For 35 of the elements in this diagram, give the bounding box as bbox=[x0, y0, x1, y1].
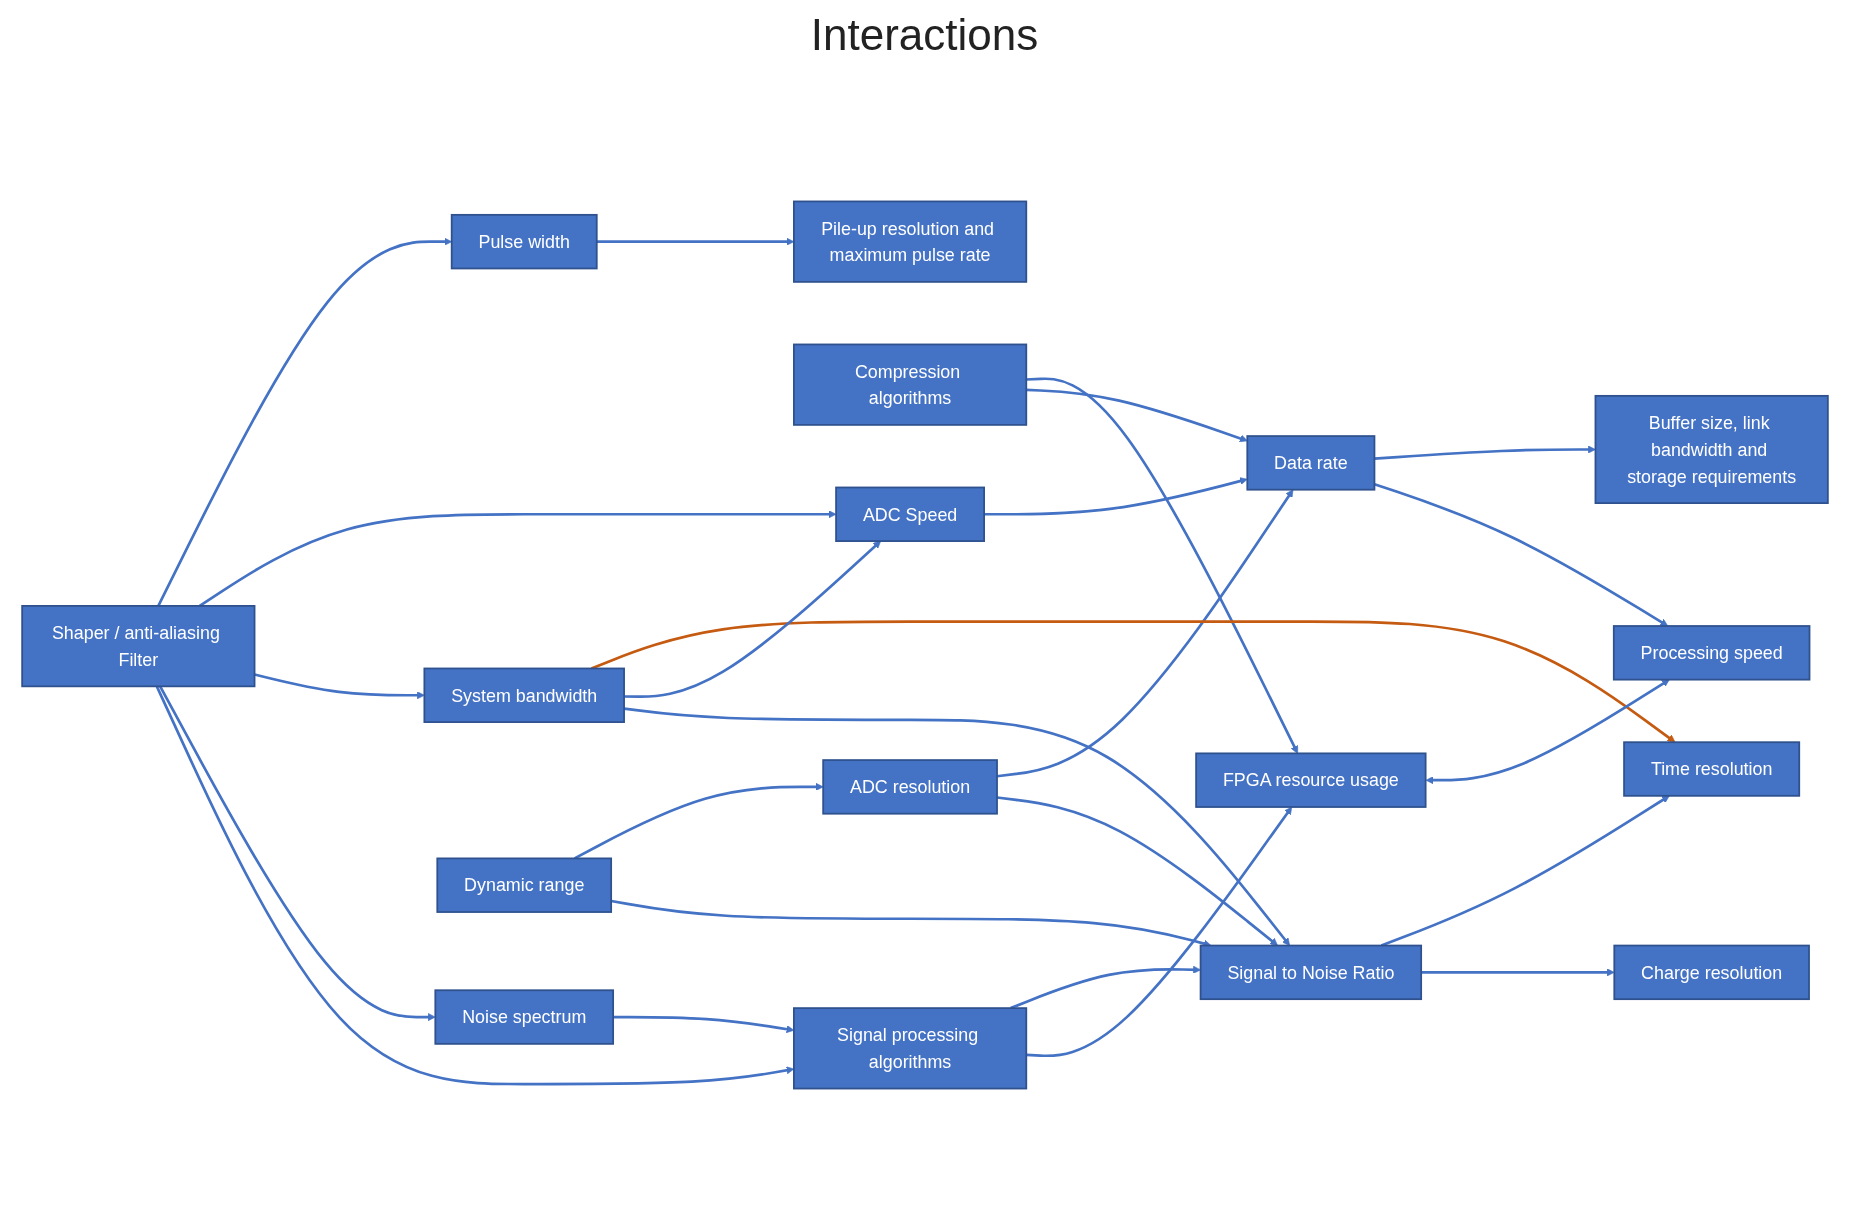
arrow bbox=[596, 237, 794, 246]
arrow bbox=[1425, 679, 1670, 785]
arrow bbox=[1373, 482, 1668, 627]
node-box: ADC Speed bbox=[834, 486, 985, 542]
node-box: Charge resolution bbox=[1612, 944, 1810, 1001]
arrow bbox=[623, 540, 881, 698]
arrow bbox=[155, 685, 794, 1086]
arrow bbox=[996, 796, 1278, 946]
node-box: Data rate bbox=[1245, 435, 1375, 491]
node-box: ADC resolution bbox=[821, 759, 998, 815]
diagram-title: Interactions bbox=[810, 10, 1039, 60]
node-box: Signal to Noise Ratio bbox=[1199, 944, 1422, 1001]
node-box: Buffer size, link bandwidth and storage requirements bbox=[1594, 394, 1829, 504]
node-box: Pile-up resolution and maximum pulse rate bbox=[792, 200, 1027, 283]
node-box: System bandwidth bbox=[422, 667, 625, 723]
node-box: Noise spectrum bbox=[433, 989, 614, 1045]
arrow bbox=[573, 782, 823, 860]
node-box: Processing speed bbox=[1612, 625, 1810, 681]
arrow bbox=[590, 620, 1675, 743]
arrow bbox=[1025, 377, 1298, 754]
arrow bbox=[156, 237, 452, 607]
arrow bbox=[198, 510, 836, 607]
node-box: Compression algorithms bbox=[792, 343, 1027, 426]
arrow bbox=[623, 707, 1290, 946]
node-box: Signal processing algorithms bbox=[792, 1007, 1027, 1090]
arrow bbox=[1025, 806, 1292, 1058]
arrow bbox=[1009, 965, 1201, 1010]
node-box: Pulse width bbox=[450, 213, 598, 270]
arrow bbox=[1380, 795, 1670, 947]
node-box: FPGA resource usage bbox=[1194, 752, 1427, 808]
node-box: Time resolution bbox=[1622, 741, 1800, 797]
node-box: Shaper / anti-aliasing Filter bbox=[20, 605, 255, 688]
node-box: Dynamic range bbox=[435, 857, 612, 913]
arrow bbox=[996, 489, 1293, 778]
arrow bbox=[612, 1015, 794, 1034]
